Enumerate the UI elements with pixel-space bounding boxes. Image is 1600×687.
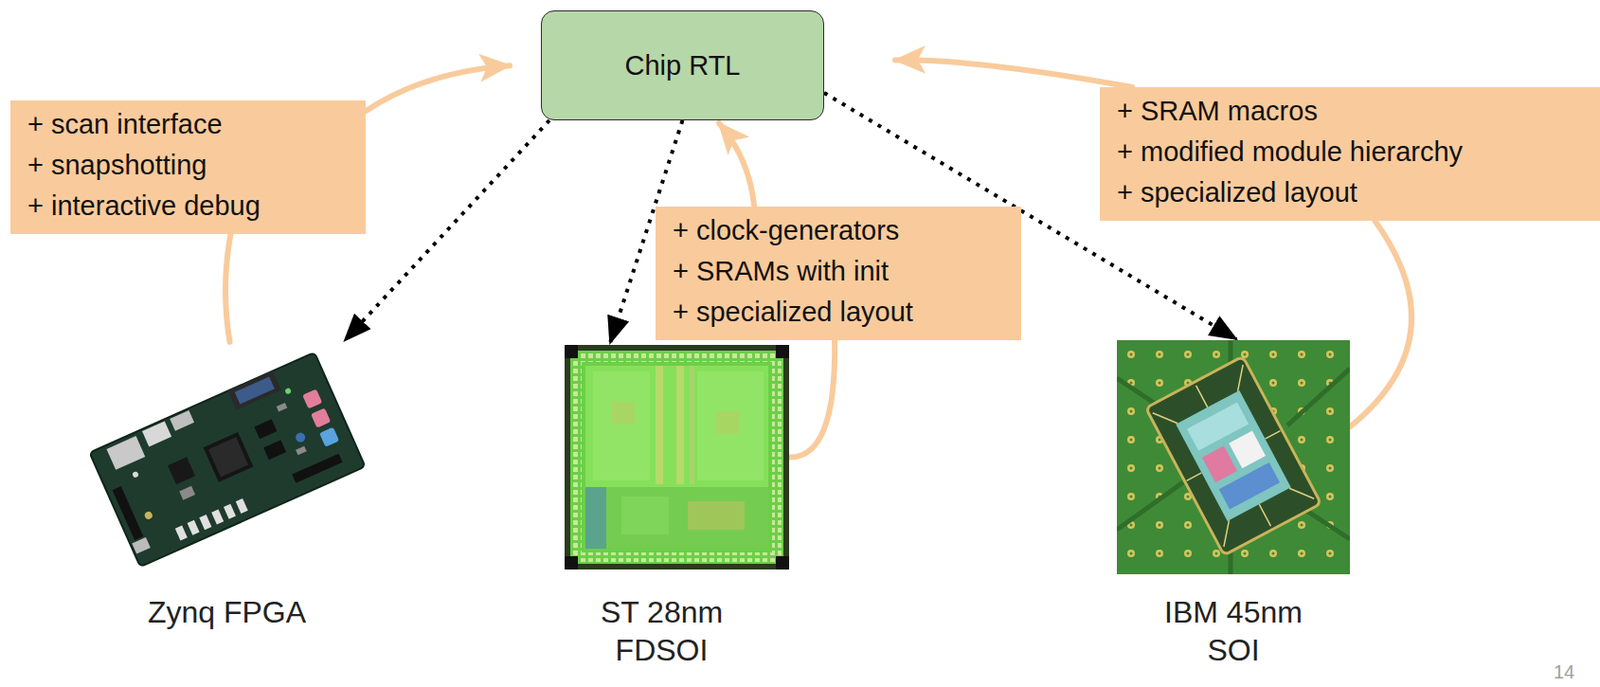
feedback-arrow (719, 123, 755, 207)
annotation-box: + SRAM macros+ modified module hierarchy… (1099, 87, 1600, 221)
annotation-line: + specialized layout (1116, 172, 1358, 214)
annotation-line: + snapshotting (27, 144, 207, 186)
annotation-line: + scan interface (27, 104, 223, 145)
feedback-arrow (1349, 220, 1412, 427)
chip-die-illustration (564, 344, 790, 570)
feedback-arrow (225, 233, 231, 342)
rtl-box: Chip RTL (540, 10, 825, 121)
dotted-arrow (344, 120, 550, 342)
annotation-line: + SRAM macros (1116, 90, 1318, 132)
caption: IBM 45nm SOI (1148, 593, 1319, 669)
annotation-line: + SRAMs with init (672, 251, 889, 292)
asic-die: ST 28nm FDSOI (564, 344, 790, 570)
annotation-line: + specialized layout (672, 291, 914, 333)
annotation-box: + scan interface+ snapshotting+ interact… (10, 100, 366, 234)
feedback-arrow (365, 65, 510, 111)
packaged-chip-illustration (1116, 340, 1350, 575)
annotation-line: + clock-generators (672, 210, 899, 252)
fpga-board: Zynq FPGA (81, 341, 373, 572)
caption: Zynq FPGA (85, 593, 370, 631)
annotation-line: + modified module hierarchy (1116, 131, 1463, 173)
page-number: 14 (1553, 660, 1575, 684)
feedback-arrow (895, 59, 1133, 88)
feedback-arrow (789, 340, 835, 458)
box-title: Chip RTL (625, 49, 741, 82)
fpga-board-illustration (81, 341, 373, 572)
annotation-line: + interactive debug (27, 185, 261, 227)
caption: ST 28nm FDSOI (576, 593, 748, 669)
asic-package: IBM 45nm SOI (1116, 340, 1350, 575)
annotation-box: + clock-generators+ SRAMs with init+ spe… (655, 206, 1022, 341)
